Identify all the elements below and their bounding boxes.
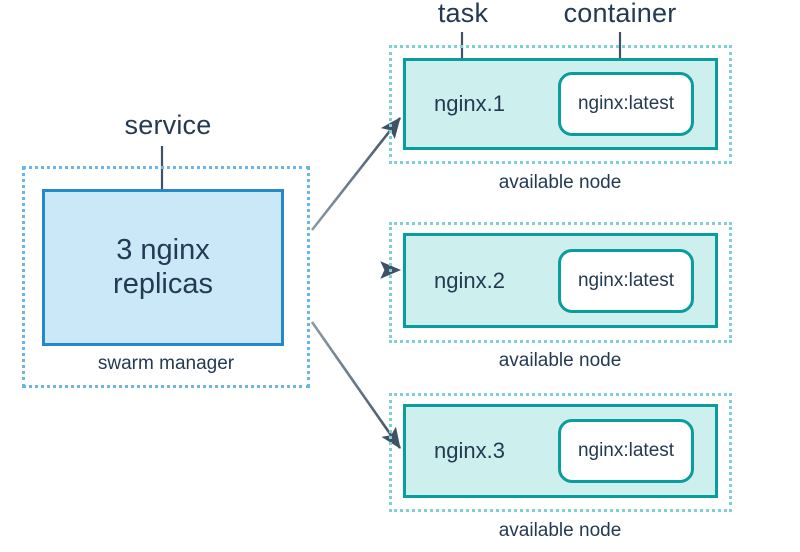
node-1-task-label: nginx.1 (434, 91, 505, 116)
node-3-task-box[interactable]: nginx.3 nginx:latest (403, 404, 718, 498)
swarm-manager-caption: swarm manager (97, 353, 235, 374)
node-2-task-box[interactable]: nginx.2 nginx:latest (403, 233, 718, 328)
node-2-container-box[interactable]: nginx:latest (558, 248, 694, 313)
available-node-1-boundary (389, 45, 732, 164)
available-node-2-boundary (389, 222, 732, 343)
node-2-container-label: nginx:latest (577, 269, 675, 291)
available-node-2-caption: available node (498, 350, 622, 371)
available-node-1-caption: available node (498, 172, 622, 193)
node-2-task-label: nginx.2 (434, 267, 505, 293)
node-1-task-box[interactable]: nginx.1 nginx:latest (403, 58, 718, 150)
available-node-3-boundary (389, 393, 732, 512)
arrow-to-node-1 (310, 117, 402, 231)
service-box-text: 3 nginx replicas (113, 234, 213, 301)
service-box[interactable]: 3 nginx replicas (42, 189, 284, 346)
service-replica-count: 3 nginx (116, 234, 210, 267)
node-1-container-label: nginx:latest (577, 93, 675, 114)
swarm-manager-boundary (22, 166, 310, 388)
node-3-container-box[interactable]: nginx:latest (558, 419, 694, 483)
annotation-service: service (124, 110, 212, 140)
node-3-task-label: nginx.3 (434, 438, 505, 463)
available-node-3-caption: available node (498, 520, 622, 541)
arrow-to-node-3 (310, 321, 402, 449)
annotation-container: container (563, 0, 677, 28)
node-1-container-box[interactable]: nginx:latest (558, 72, 694, 136)
service-replica-word: replicas (113, 267, 213, 300)
node-3-container-label: nginx:latest (577, 440, 675, 461)
annotation-task: task (437, 0, 489, 28)
